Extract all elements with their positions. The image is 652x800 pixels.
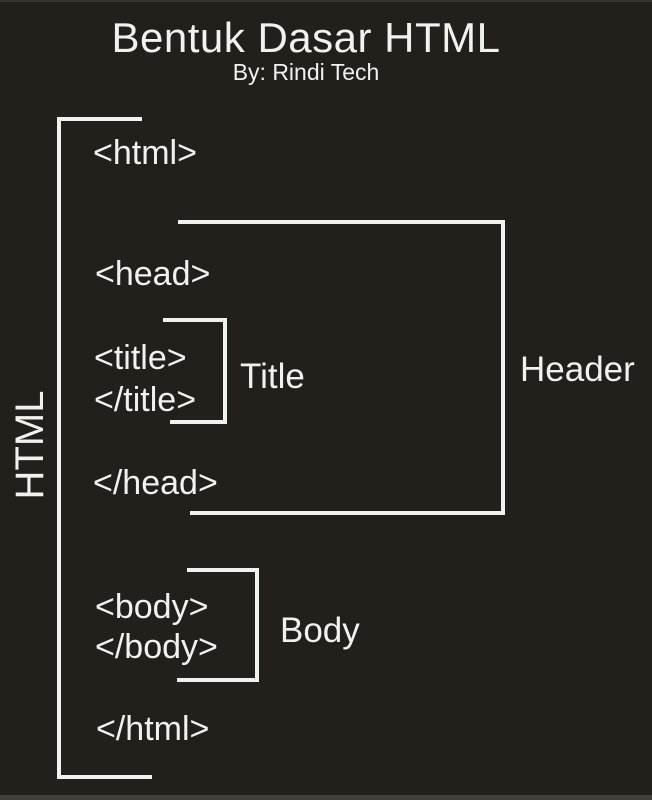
body-bracket-vertical-line — [255, 568, 259, 682]
page-subtitle: By: Rindi Tech — [232, 59, 380, 85]
body-bracket-top-arm — [187, 568, 259, 572]
page-title: Bentuk Dasar HTML — [111, 14, 501, 61]
label-title: Title — [240, 357, 305, 396]
tag-title-open: <title> — [94, 339, 187, 377]
html-bracket-vertical-line — [57, 117, 61, 779]
title-bracket-top-arm — [163, 318, 227, 322]
tag-html-open: <html> — [93, 134, 197, 172]
label-header: Header — [520, 350, 635, 389]
title-bracket-bottom-arm — [170, 420, 227, 424]
tag-head-open: <head> — [95, 255, 211, 293]
title-bracket-vertical-line — [223, 318, 227, 424]
tag-html-close: </html> — [96, 710, 210, 748]
header-bracket-top-arm — [178, 220, 505, 224]
tag-body-close: </body> — [95, 628, 218, 666]
tag-head-close: </head> — [93, 464, 218, 502]
html-bracket-bottom-arm — [57, 775, 152, 779]
label-html: HTML — [8, 390, 52, 500]
tag-title-close: </title> — [94, 381, 197, 419]
bottom-edge-strip — [0, 795, 652, 800]
tag-body-open: <body> — [95, 588, 209, 626]
header-bracket-bottom-arm — [190, 511, 505, 515]
header-bracket-vertical-line — [501, 220, 505, 515]
html-bracket-top-arm — [57, 117, 142, 121]
body-bracket-bottom-arm — [177, 678, 259, 682]
label-body: Body — [280, 611, 360, 650]
top-edge-strip — [0, 0, 652, 2]
